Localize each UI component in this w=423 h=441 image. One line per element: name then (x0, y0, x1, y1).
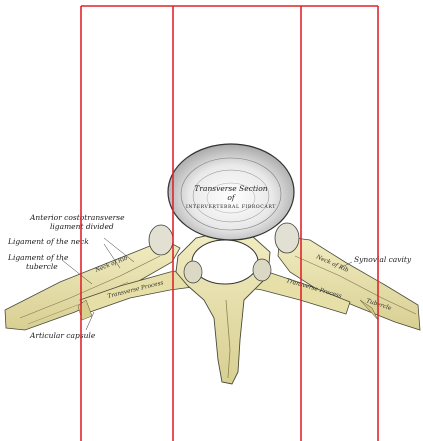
transverse-section-label-2: of (227, 193, 236, 202)
ligament-of-tubercle-label-1: Ligament of the (7, 253, 69, 262)
ligament-of-tubercle-label-2: tubercle (26, 262, 58, 271)
transverse-section-label-1: Transverse Section (194, 184, 267, 193)
right-rib-head (275, 223, 299, 253)
anterior-costotransverse-label-2: ligament divided (50, 222, 114, 231)
articular-capsule-label: Articular capsule (29, 331, 96, 340)
left-articular-facet (184, 261, 202, 283)
synovial-cavity-label: Synovial cavity (354, 255, 412, 264)
intervertebral-disc: Transverse Section of INTERVERTEBRAL FIB… (168, 144, 294, 240)
vertebral-foramen (192, 240, 258, 284)
transverse-section-label-3: INTERVERTEBRAL FIBROCART (186, 204, 276, 210)
anterior-costotransverse-label-1: Anterior costotransverse (29, 213, 125, 222)
left-rib-head (149, 225, 173, 255)
ligament-of-neck-label: Ligament of the neck (7, 237, 89, 246)
right-articular-facet (253, 259, 271, 281)
